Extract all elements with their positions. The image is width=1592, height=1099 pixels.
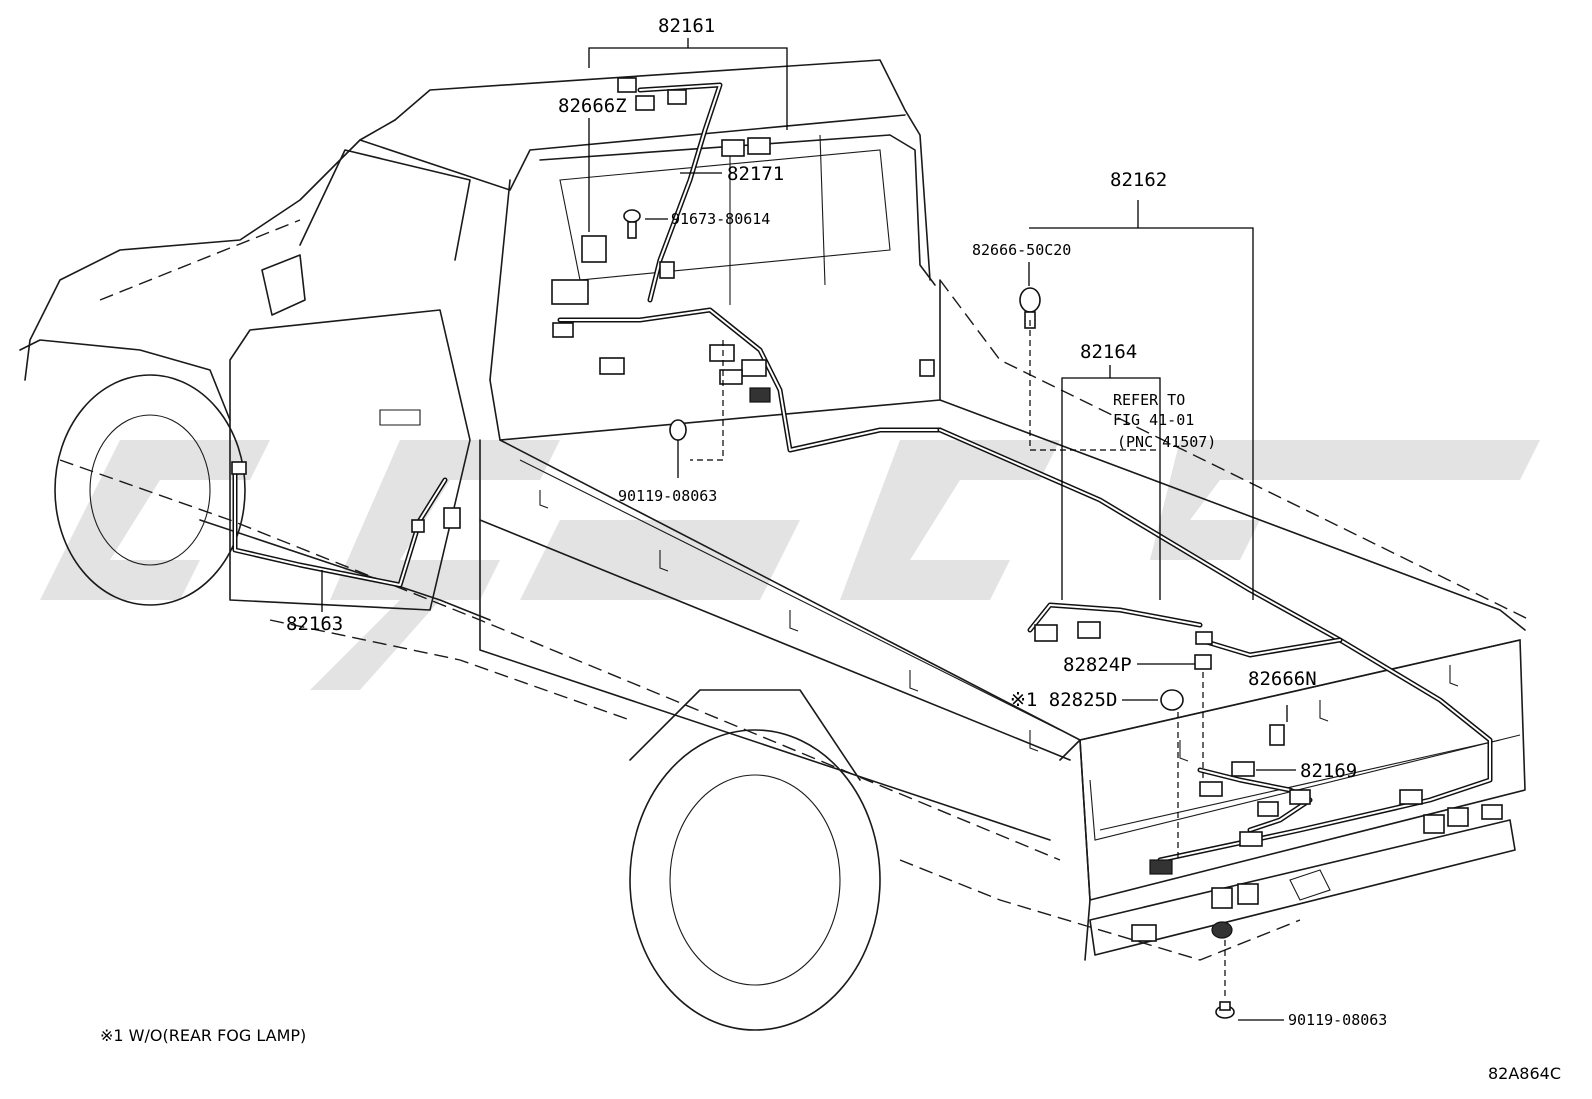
footnote: ※1 W/O(REAR FOG LAMP) [100,1026,306,1045]
label-82169: 82169 [1300,760,1357,782]
label-82171: 82171 [727,163,784,185]
label-82162: 82162 [1110,169,1167,191]
part-labels: 82161 82666Z 82171 91673-80614 82162 826… [100,15,1561,1083]
watermark [40,440,1540,690]
label-82666n: 82666N [1248,668,1317,690]
harness-82161 [557,82,943,453]
connectors [231,77,1503,1019]
label-82164: 82164 [1080,341,1137,363]
label-90119-08063-top: 90119-08063 [618,487,717,505]
label-82163: 82163 [286,613,343,635]
refer-line-3: (PNC 41507) [1117,433,1216,451]
label-82825d: ※1 82825D [1010,689,1117,711]
label-82666-50c20: 82666-50C20 [972,241,1071,259]
refer-line-2: FIG 41-01 [1113,411,1194,429]
diagram-code: 82A864C [1488,1064,1561,1083]
leader-lines [321,38,1296,1021]
label-82824p: 82824P [1063,654,1132,676]
label-82666z: 82666Z [558,95,627,117]
refer-line-1: REFER TO [1113,391,1185,409]
label-90119-08063-bottom: 90119-08063 [1288,1011,1387,1029]
harness-82164 [1027,602,1203,633]
harness-82162 [937,427,1493,863]
label-82161: 82161 [658,15,715,37]
label-91673-80614: 91673-80614 [671,210,770,228]
truck-outline [19,59,1531,1031]
harness-82163 [232,467,448,588]
